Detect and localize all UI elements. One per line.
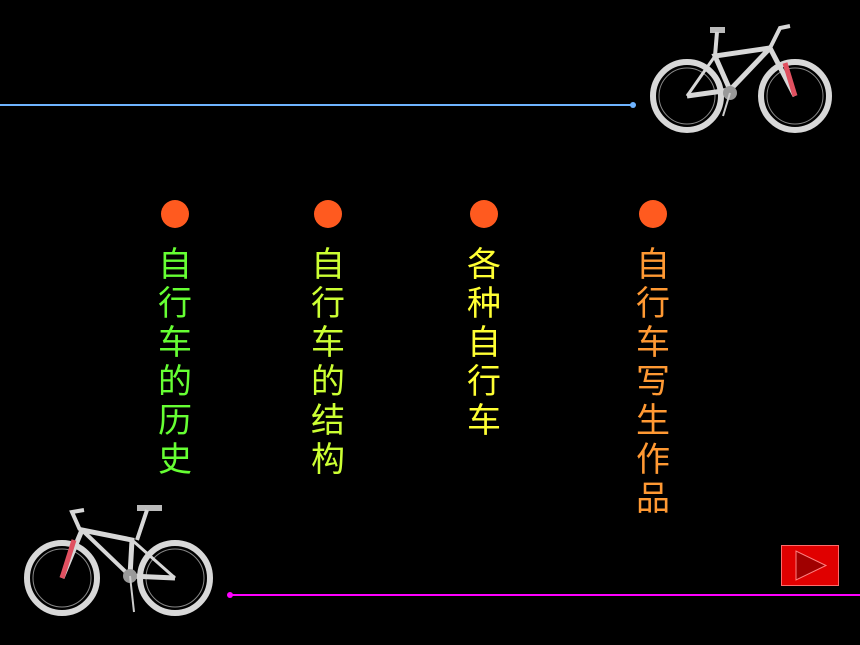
top-divider-line: [0, 104, 632, 106]
bicycle-icon: [24, 505, 213, 616]
bullet-dot: [470, 200, 498, 228]
menu-item-label: 自行车的历史: [158, 245, 192, 480]
menu-item-label: 自行车的结构: [311, 245, 345, 480]
play-right-icon: [795, 550, 828, 581]
bottom-divider-line: [230, 594, 860, 596]
bullet-dot: [314, 200, 342, 228]
menu-item-types[interactable]: 各种自行车: [464, 200, 504, 441]
menu-item-history[interactable]: 自行车的历史: [155, 200, 195, 480]
bicycle-icon: [650, 24, 832, 133]
menu-item-sketch-works[interactable]: 自行车写生作品: [633, 200, 673, 519]
next-slide-button[interactable]: [781, 545, 839, 586]
bullet-dot: [161, 200, 189, 228]
menu-item-label: 各种自行车: [467, 245, 501, 441]
top-line-end-dot: [630, 102, 636, 108]
menu-item-structure[interactable]: 自行车的结构: [308, 200, 348, 480]
bullet-dot: [639, 200, 667, 228]
bottom-line-start-dot: [227, 592, 233, 598]
menu-item-label: 自行车写生作品: [636, 245, 670, 519]
